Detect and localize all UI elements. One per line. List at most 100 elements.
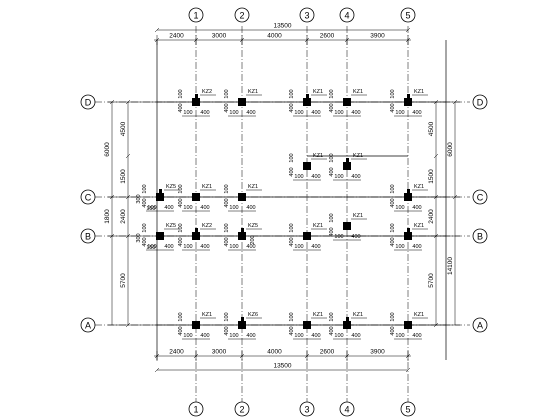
axis-circle — [299, 7, 315, 23]
column-label: KZ6 — [248, 312, 258, 318]
dimension-tick — [304, 353, 310, 359]
column-label: KZ1 — [313, 153, 323, 159]
offset-value: 400 — [311, 174, 320, 180]
offset-value: 100 — [395, 205, 404, 211]
axis-bubble-top-3: 3 — [299, 7, 315, 23]
axis-circle — [472, 189, 488, 205]
dimension-value: 3000 — [212, 349, 227, 356]
column-flange — [407, 189, 410, 194]
offset-value: 400 — [200, 205, 209, 211]
dimension-value: 2600 — [320, 349, 335, 356]
axis-bubble-bottom-3: 3 — [299, 401, 315, 417]
axis-bubble-top-2: 2 — [234, 7, 250, 23]
offset-value: 100 — [178, 223, 184, 232]
axis-bubble-right-A: A — [472, 317, 488, 333]
dimension-value: 4500 — [120, 121, 127, 136]
dimension-tick — [344, 37, 350, 43]
dimension-value: 3000 — [212, 33, 227, 40]
column-flange — [346, 317, 349, 322]
offset-value: 100 — [390, 223, 396, 232]
column-label: KZ5 — [248, 223, 258, 229]
offset-value: 400 — [351, 333, 360, 339]
dimension-tick — [433, 233, 439, 239]
dimension-tick — [193, 353, 199, 359]
axis-label-left: C — [85, 193, 92, 203]
offset-value: 100 — [395, 333, 404, 339]
offset-value: 400 — [246, 205, 255, 211]
offset-value: 400 — [246, 110, 255, 116]
offset-value: 400 — [246, 333, 255, 339]
offset-value: 300 — [136, 194, 142, 203]
offset-value: 100 — [334, 110, 343, 116]
column-section — [192, 193, 200, 201]
offset-value: 100 — [294, 333, 303, 339]
offset-value: 400 — [390, 237, 396, 246]
axis-bubble-right-D: D — [472, 94, 488, 110]
axis-bubble-left-B: B — [80, 228, 96, 244]
column-label: KZ1 — [313, 89, 323, 95]
axis-circle — [339, 7, 355, 23]
dimension-tick — [405, 27, 411, 33]
offset-value: 400 — [164, 205, 173, 211]
offset-value: 100 — [224, 184, 230, 193]
axis-circle — [299, 401, 315, 417]
offset-value: 400 — [390, 103, 396, 112]
dimension-value: 3900 — [370, 33, 385, 40]
offset-value: 400 — [164, 244, 173, 250]
offset-value: 100 — [178, 312, 184, 321]
offset-value: 400 — [178, 326, 184, 335]
offset-value: 400 — [329, 326, 335, 335]
offset-value: 100 — [147, 244, 156, 250]
axis-label-top: 4 — [344, 11, 349, 21]
offset-value: 400 — [412, 333, 421, 339]
column-flange — [306, 94, 309, 99]
dimension-value: 3900 — [370, 349, 385, 356]
offset-value: 100 — [294, 244, 303, 250]
column-label: KZ1 — [414, 184, 424, 190]
offset-value: 100 — [294, 174, 303, 180]
axis-label-top: 3 — [304, 11, 309, 21]
axis-circle — [188, 7, 204, 23]
column-label: KZ2 — [202, 223, 212, 229]
column-section — [404, 321, 412, 329]
offset-value: 100 — [183, 110, 192, 116]
column-section — [156, 232, 164, 240]
offset-value: 400 — [329, 227, 335, 236]
offset-value: 400 — [351, 174, 360, 180]
axis-circle — [472, 228, 488, 244]
dimension-value: 4000 — [267, 349, 282, 356]
axis-bubble-left-C: C — [80, 189, 96, 205]
axis-circle — [339, 401, 355, 417]
axis-label-bottom: 3 — [304, 405, 309, 415]
offset-value: 100 — [334, 333, 343, 339]
column-section — [238, 321, 246, 329]
axis-label-bottom: 4 — [344, 405, 349, 415]
column-label: KZ5 — [166, 223, 176, 229]
column-section — [303, 98, 311, 106]
offset-value: 400 — [178, 198, 184, 207]
axis-label-right: B — [477, 232, 483, 242]
offset-value: 150 — [146, 245, 155, 251]
offset-value: 100 — [334, 234, 343, 240]
offset-value: 400 — [412, 205, 421, 211]
column-flange — [241, 317, 244, 322]
offset-value: 100 — [289, 153, 295, 162]
dimension-tick — [344, 353, 350, 359]
axis-bubble-bottom-2: 2 — [234, 401, 250, 417]
column-flange — [407, 94, 410, 99]
axis-circle — [80, 317, 96, 333]
dimension-value: 14100 — [447, 257, 454, 275]
dimension-value: 2400 — [169, 33, 184, 40]
dimension-tick — [433, 194, 439, 200]
offset-value: 400 — [142, 237, 148, 246]
offset-value: 100 — [142, 184, 148, 193]
dimension-tick — [154, 367, 160, 373]
offset-value: 400 — [289, 237, 295, 246]
